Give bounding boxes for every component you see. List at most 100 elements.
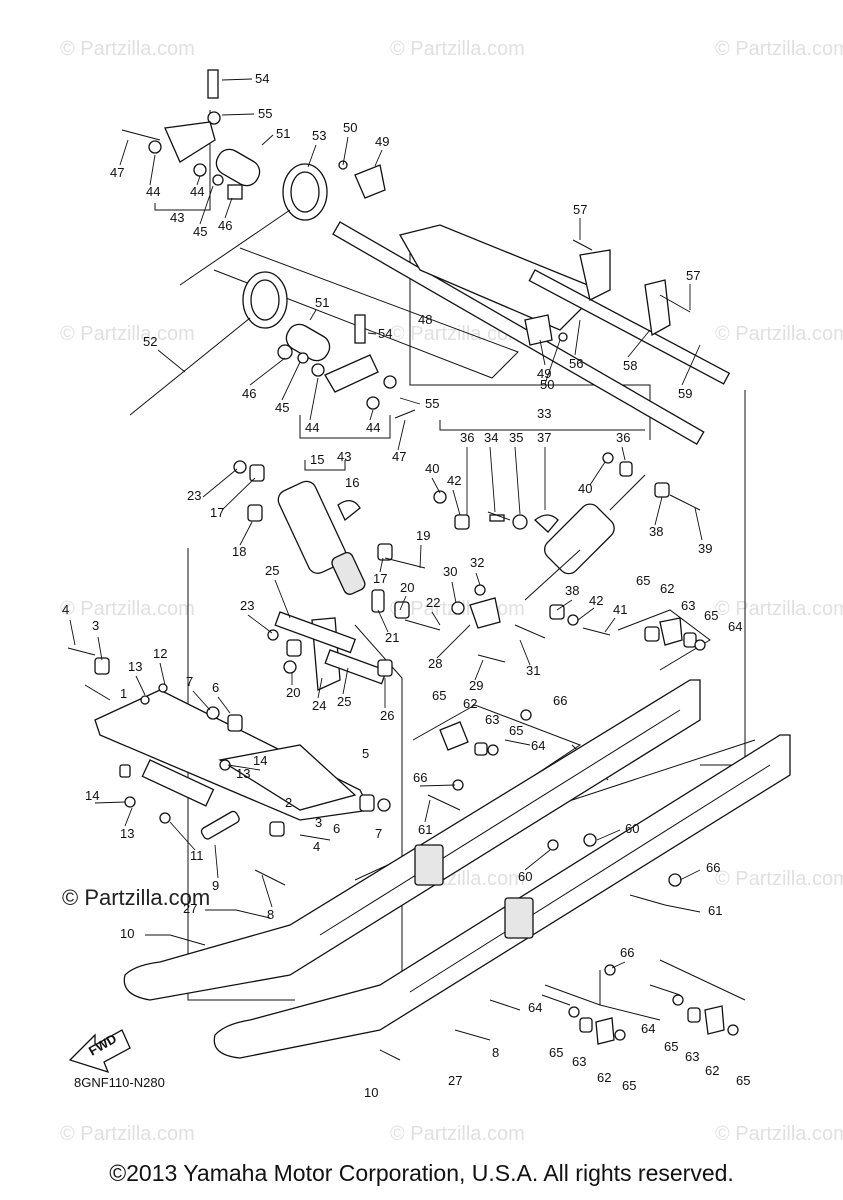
callout: 26: [380, 708, 394, 723]
callout: 19: [416, 528, 430, 543]
callout: 46: [218, 218, 232, 233]
callout: 14: [85, 788, 99, 803]
watermark: © Partzilla.com: [715, 1123, 843, 1145]
callout: 57: [573, 202, 587, 217]
collars: [215, 148, 331, 362]
watermark: © Partzilla.com: [715, 323, 843, 345]
callout: 49: [375, 134, 389, 149]
callout: 4: [313, 839, 320, 854]
callout: 64: [728, 619, 742, 634]
rear-arm-assembly: [332, 221, 731, 446]
callout: 34: [484, 430, 498, 445]
watermark: © Partzilla.com: [60, 598, 195, 620]
bolts: [67, 129, 701, 1061]
rear-shock: [277, 480, 366, 595]
callout: 66: [413, 770, 427, 785]
callout: 44: [305, 420, 319, 435]
callout: 50: [343, 120, 357, 135]
watermark: © Partzilla.com: [390, 323, 525, 345]
callout: 25: [265, 563, 279, 578]
callout: 33: [537, 406, 551, 421]
callout: 65: [664, 1039, 678, 1054]
callout: 64: [528, 1000, 542, 1015]
watermark: © Partzilla.com: [390, 1123, 525, 1145]
callout: 54: [378, 326, 392, 341]
callout: 13: [120, 826, 134, 841]
callouts: 54 55 51 53 50 49 47 44 44 43 45 46 57 5…: [62, 71, 750, 1100]
callout: 10: [120, 926, 134, 941]
callout: 62: [597, 1070, 611, 1085]
callout: 15: [310, 452, 324, 467]
callout: 56: [569, 356, 583, 371]
nut: [383, 375, 397, 389]
callout: 18: [232, 544, 246, 559]
bolt: [354, 314, 366, 344]
callout: 44: [366, 420, 380, 435]
callout: 35: [509, 430, 523, 445]
callout: 63: [485, 712, 499, 727]
callout: 38: [649, 524, 663, 539]
callout: 32: [470, 555, 484, 570]
callout: 55: [258, 106, 272, 121]
fwd-arrow: FWD: [68, 1029, 131, 1074]
callout: 55: [425, 396, 439, 411]
pivot-bracket: [274, 611, 388, 691]
leader-lines: [69, 78, 703, 969]
callout: 27: [448, 1073, 462, 1088]
callout: 61: [418, 822, 432, 837]
callout: 27: [183, 901, 197, 916]
callout: 30: [443, 564, 457, 579]
callout: 45: [275, 400, 289, 415]
callout: 47: [392, 449, 406, 464]
copyright-notice: ©2013 Yamaha Motor Corporation, U.S.A. A…: [109, 1160, 734, 1186]
callout: 23: [240, 598, 254, 613]
callout: 13: [128, 659, 142, 674]
callout: 65: [432, 688, 446, 703]
callout: 40: [425, 461, 439, 476]
callout: 4: [62, 602, 69, 617]
callout: 66: [620, 945, 634, 960]
watermark: © Partzilla.com: [60, 38, 195, 60]
callout: 10: [364, 1085, 378, 1100]
callout: 7: [375, 826, 382, 841]
callout: 44: [146, 184, 160, 199]
callout: 6: [333, 821, 340, 836]
callout: 62: [660, 581, 674, 596]
bracket: [644, 279, 671, 337]
callout: 62: [463, 696, 477, 711]
callout: 36: [616, 430, 630, 445]
callout: 31: [526, 663, 540, 678]
front-shock: [524, 474, 646, 601]
callout: 54: [255, 71, 269, 86]
watermark: © Partzilla.com: [60, 323, 195, 345]
callout: 13: [236, 766, 250, 781]
callout: 60: [625, 821, 639, 836]
callout: 6: [212, 680, 219, 695]
callout: 37: [537, 430, 551, 445]
callout: 2: [285, 795, 292, 810]
callout: 21: [385, 630, 399, 645]
callout: 36: [460, 430, 474, 445]
callout: 9: [212, 878, 219, 893]
callout: 65: [636, 573, 650, 588]
callout: 59: [678, 386, 692, 401]
nut: [207, 111, 221, 125]
callout: 40: [578, 481, 592, 496]
callout: 11: [190, 848, 204, 863]
callout: 42: [589, 593, 603, 608]
callout: 48: [418, 312, 432, 327]
callout: 64: [531, 738, 545, 753]
callout: 63: [572, 1054, 586, 1069]
watermark: © Partzilla.com: [60, 1123, 195, 1145]
callout: 41: [613, 602, 627, 617]
callout: 43: [170, 210, 184, 225]
callout: 3: [92, 618, 99, 633]
callout: 17: [373, 571, 387, 586]
callout: 63: [685, 1049, 699, 1064]
callout: 46: [242, 386, 256, 401]
callout: 39: [698, 541, 712, 556]
callout: 65: [509, 723, 523, 738]
callout: 44: [190, 184, 204, 199]
callout: 8: [267, 907, 274, 922]
